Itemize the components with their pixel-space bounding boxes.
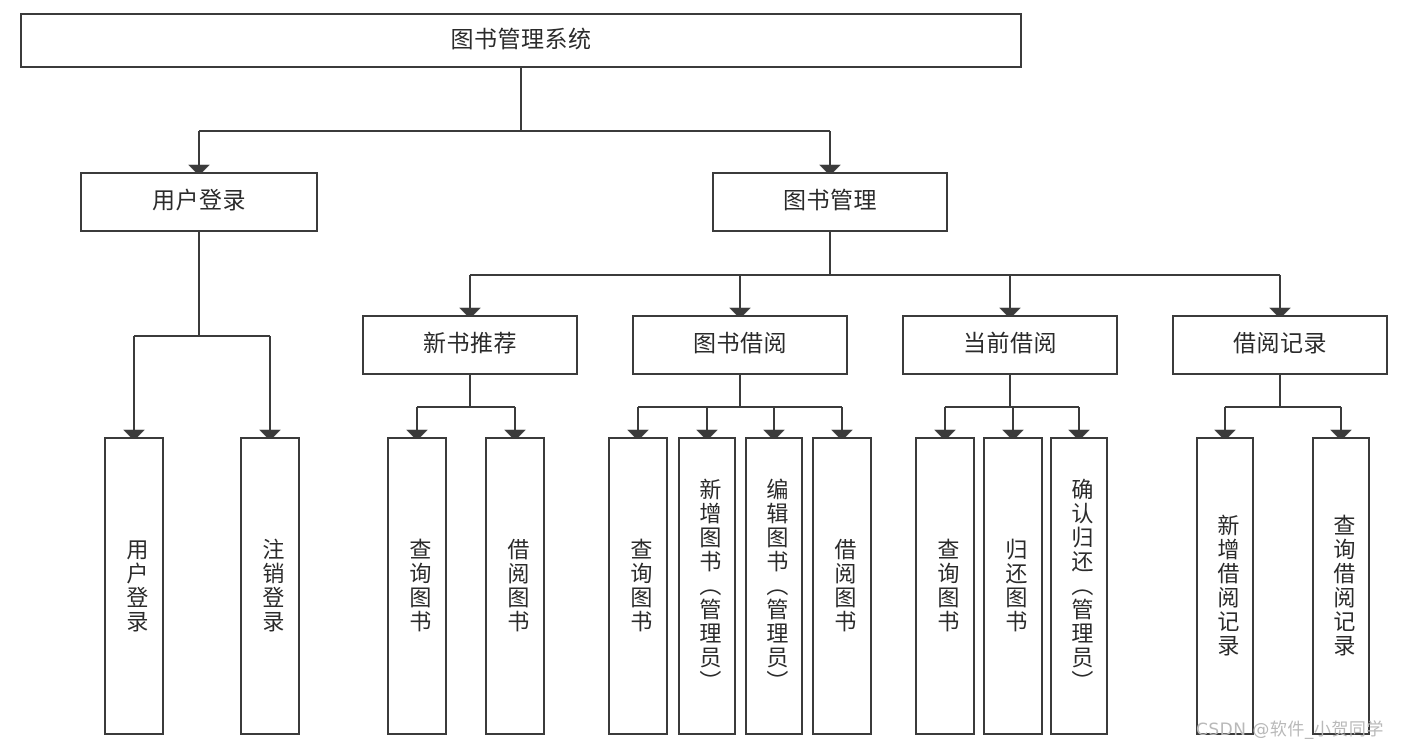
node-login[interactable]: 用户登录 [80,172,318,232]
node-label: 归还图书 [1001,538,1027,634]
node-newrec[interactable]: 新书推荐 [362,315,578,375]
node-label: 图书管理 [783,188,877,215]
node-label: 编辑图书（管理员） [762,478,788,694]
node-leaf-12[interactable]: 新增借阅记录 [1196,437,1254,735]
node-current[interactable]: 当前借阅 [902,315,1118,375]
node-records[interactable]: 借阅记录 [1172,315,1388,375]
node-leaf-9[interactable]: 查询图书 [915,437,975,735]
node-label: 用户登录 [122,538,148,634]
node-label: 新增图书（管理员） [695,478,721,694]
node-label: 用户登录 [152,188,246,215]
node-label: 查询借阅记录 [1329,514,1355,658]
node-leaf-2[interactable]: 注销登录 [240,437,300,735]
node-leaf-5[interactable]: 查询图书 [608,437,668,735]
node-borrow[interactable]: 图书借阅 [632,315,848,375]
node-leaf-3[interactable]: 查询图书 [387,437,447,735]
node-label: 借阅图书 [830,538,856,634]
node-label: 新增借阅记录 [1213,514,1239,658]
node-leaf-8[interactable]: 借阅图书 [812,437,872,735]
node-bookmgmt[interactable]: 图书管理 [712,172,948,232]
node-label: 图书借阅 [693,331,787,358]
node-label: 查询图书 [405,538,431,634]
csdn-watermark: CSDN @软件_小贺同学 [1196,720,1384,740]
node-label: 查询图书 [933,538,959,634]
node-label: 确认归还（管理员） [1067,478,1093,694]
node-label: 借阅图书 [503,538,529,634]
node-leaf-7[interactable]: 编辑图书（管理员） [745,437,803,735]
node-leaf-1[interactable]: 用户登录 [104,437,164,735]
node-label: 当前借阅 [963,331,1057,358]
node-label: 借阅记录 [1233,331,1327,358]
node-leaf-6[interactable]: 新增图书（管理员） [678,437,736,735]
node-root[interactable]: 图书管理系统 [20,13,1022,68]
edge-group [123,68,1352,441]
node-leaf-4[interactable]: 借阅图书 [485,437,545,735]
node-label: 图书管理系统 [450,26,592,53]
node-leaf-10[interactable]: 归还图书 [983,437,1043,735]
node-leaf-13[interactable]: 查询借阅记录 [1312,437,1370,735]
node-label: 新书推荐 [423,331,517,358]
node-label: 查询图书 [626,538,652,634]
node-leaf-11[interactable]: 确认归还（管理员） [1050,437,1108,735]
node-label: 注销登录 [258,538,284,634]
